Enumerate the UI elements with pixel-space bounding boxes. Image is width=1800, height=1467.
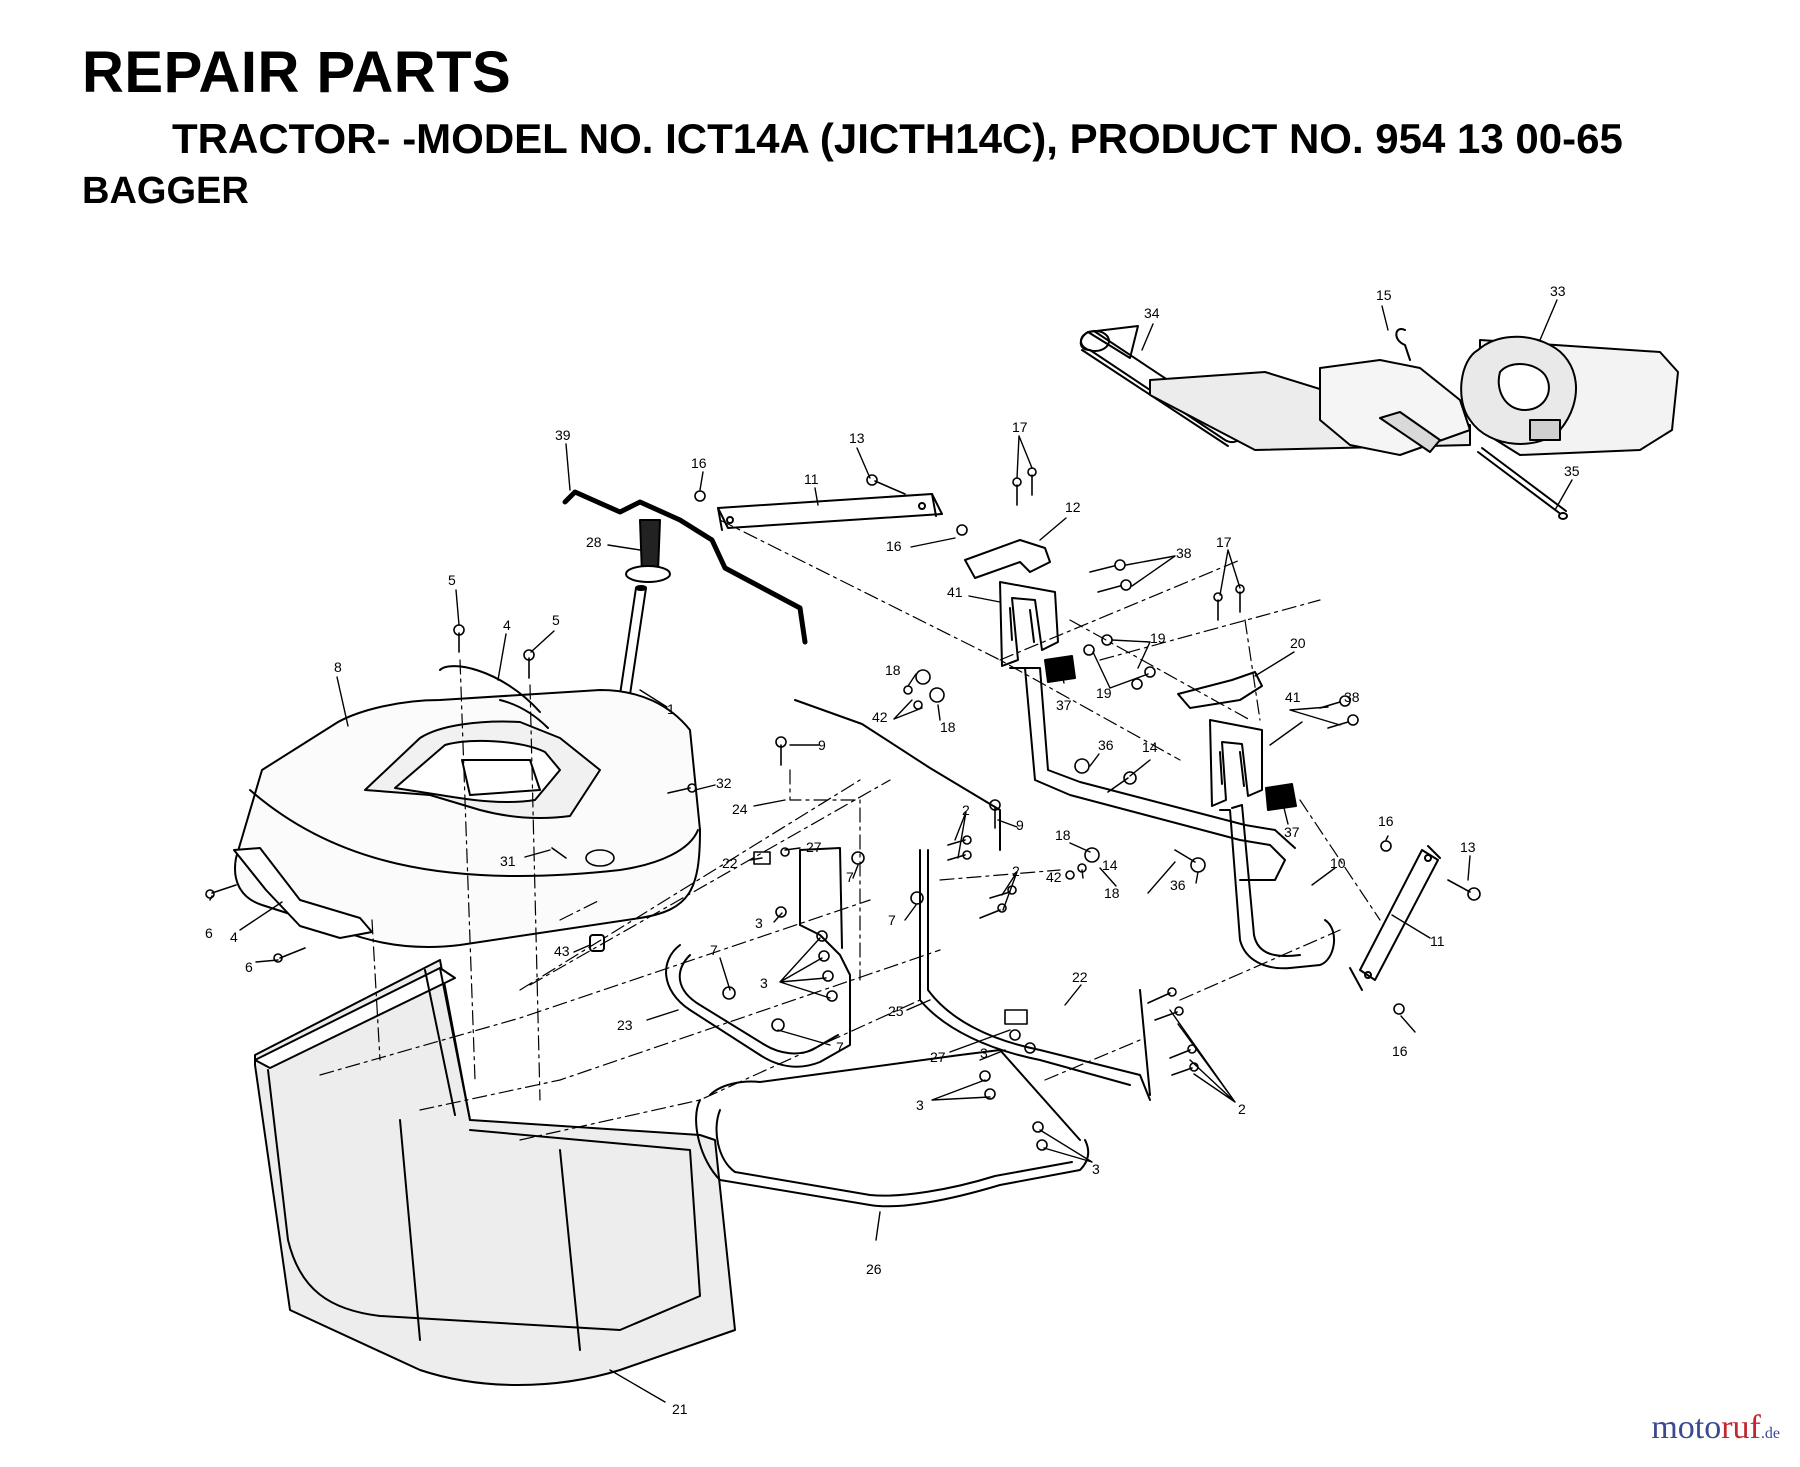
callout-7: 7 <box>846 869 854 885</box>
callout-2: 2 <box>1012 863 1020 879</box>
callout-32: 32 <box>716 775 732 791</box>
callout-18: 18 <box>1104 885 1120 901</box>
callout-33: 33 <box>1550 283 1566 299</box>
callout-3: 3 <box>760 975 768 991</box>
bagger-cover-8 <box>234 689 701 949</box>
callout-41: 41 <box>1285 689 1301 705</box>
callout-6: 6 <box>245 959 253 975</box>
callout-24: 24 <box>732 801 748 817</box>
callout-38: 38 <box>1176 545 1192 561</box>
callout-1: 1 <box>667 701 675 717</box>
page-subtitle: TRACTOR- -MODEL NO. ICT14A (JICTH14C), P… <box>172 115 1623 162</box>
bag-21 <box>254 959 736 1386</box>
callout-16: 16 <box>691 455 707 471</box>
callout-17: 17 <box>1012 419 1028 435</box>
callout-13: 13 <box>1460 839 1476 855</box>
clamp-20 <box>1177 671 1263 709</box>
support-bar-11-upper <box>717 493 943 531</box>
chute-assembly <box>1079 325 1679 520</box>
callout-39: 39 <box>555 427 571 443</box>
watermark-logo: motoruf.de <box>1651 1409 1780 1446</box>
callout-28: 28 <box>586 534 602 550</box>
callout-37: 37 <box>1284 824 1300 840</box>
handle-4-side <box>233 847 373 939</box>
callout-14: 14 <box>1142 739 1158 755</box>
callout-38: 38 <box>1344 689 1360 705</box>
callout-35: 35 <box>1564 463 1580 479</box>
callout-21: 21 <box>672 1401 688 1417</box>
callout-labels: 15 33 34 35 39 13 17 16 11 12 28 16 38 1… <box>205 283 1580 1417</box>
callout-11: 11 <box>804 471 819 487</box>
callout-41: 41 <box>947 584 963 600</box>
callout-19: 19 <box>1096 685 1112 701</box>
callout-4: 4 <box>503 617 511 633</box>
hardware <box>205 467 1481 1151</box>
callout-3: 3 <box>1092 1161 1100 1177</box>
bracket-41-lower <box>1209 719 1263 807</box>
callout-5: 5 <box>448 572 456 588</box>
callout-6: 6 <box>205 925 213 941</box>
clamp-12 <box>964 539 1051 579</box>
callout-16: 16 <box>1378 813 1394 829</box>
callout-19: 19 <box>1150 630 1166 646</box>
callout-7: 7 <box>710 942 718 958</box>
alignment-lines <box>319 519 1381 1141</box>
callout-5: 5 <box>552 612 560 628</box>
callout-37: 37 <box>1056 697 1072 713</box>
handle-4-top <box>439 665 549 729</box>
callout-4: 4 <box>230 929 238 945</box>
callout-2: 2 <box>1238 1101 1246 1117</box>
callout-9: 9 <box>818 737 826 753</box>
support-bar-11-lower <box>1349 845 1441 991</box>
callout-3: 3 <box>916 1097 924 1113</box>
callout-16: 16 <box>1392 1043 1408 1059</box>
bracket-41-upper <box>999 581 1059 667</box>
callout-26: 26 <box>866 1261 882 1277</box>
frame-23 <box>665 847 851 1068</box>
page-title: REPAIR PARTS <box>82 40 512 105</box>
callout-43: 43 <box>554 943 570 959</box>
callout-20: 20 <box>1290 635 1306 651</box>
rod-39 <box>562 489 808 645</box>
callout-7: 7 <box>888 912 896 928</box>
callout-31: 31 <box>500 853 516 869</box>
callout-7: 7 <box>836 1039 844 1055</box>
callout-3: 3 <box>755 915 763 931</box>
brace-10 <box>1009 667 1336 970</box>
callout-3: 3 <box>980 1045 988 1061</box>
callout-16: 16 <box>886 538 902 554</box>
callout-17: 17 <box>1216 534 1232 550</box>
callout-36: 36 <box>1098 737 1114 753</box>
callout-34: 34 <box>1144 305 1160 321</box>
leader-lines <box>209 299 1573 1403</box>
callout-13: 13 <box>849 430 865 446</box>
callout-42: 42 <box>1046 869 1062 885</box>
callout-11: 11 <box>1430 933 1445 949</box>
callout-22: 22 <box>722 855 738 871</box>
callout-22: 22 <box>1072 969 1088 985</box>
callout-18: 18 <box>940 719 956 735</box>
callout-25: 25 <box>888 1003 904 1019</box>
callout-18: 18 <box>1055 827 1071 843</box>
callout-42: 42 <box>872 709 888 725</box>
callout-14: 14 <box>1102 857 1118 873</box>
callout-27: 27 <box>806 839 822 855</box>
callout-27: 27 <box>930 1049 946 1065</box>
callout-12: 12 <box>1065 499 1081 515</box>
frame-26 <box>695 1049 1090 1208</box>
callout-15: 15 <box>1376 287 1392 303</box>
callout-18: 18 <box>885 662 901 678</box>
callout-10: 10 <box>1330 855 1346 871</box>
callout-36: 36 <box>1170 877 1186 893</box>
handle-grip-28 <box>625 519 671 583</box>
callout-23: 23 <box>617 1017 633 1033</box>
callout-2: 2 <box>962 802 970 818</box>
callout-9: 9 <box>1016 817 1024 833</box>
section-label: BAGGER <box>82 170 249 212</box>
callout-8: 8 <box>334 659 342 675</box>
frame-25 <box>794 699 1151 1101</box>
